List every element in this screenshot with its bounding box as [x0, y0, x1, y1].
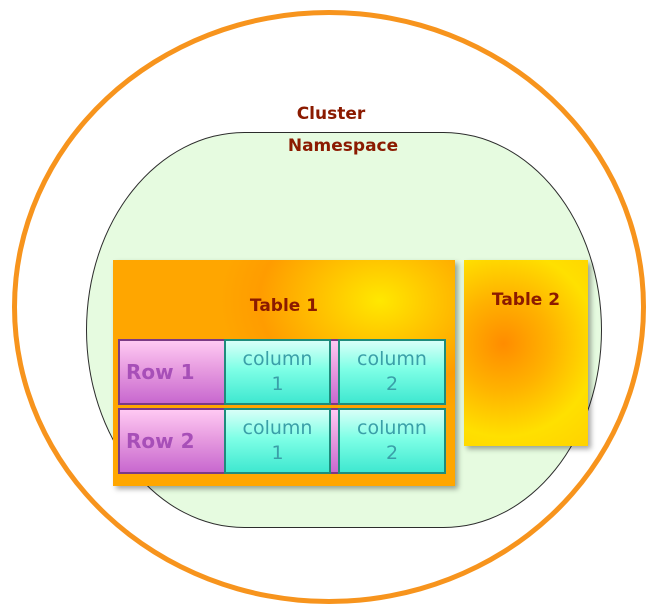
row-1-label: Row 1 [126, 360, 195, 384]
cell-name: column [357, 348, 427, 370]
row-2: Row 2 column 1 column 2 [118, 408, 446, 474]
table-2-title: Table 2 [491, 290, 561, 310]
row-1-column-1-cell: column 1 [224, 339, 331, 405]
row-2-column-1-cell: column 1 [224, 408, 331, 474]
cell-number: 1 [271, 442, 284, 464]
row-2-column-2-cell: column 2 [338, 408, 446, 474]
row-1-column-2-cell: column 2 [338, 339, 446, 405]
cell-number: 1 [271, 373, 284, 395]
cell-number: 2 [385, 373, 399, 395]
cell-name: column [242, 348, 313, 370]
row-1: Row 1 column 1 column 2 [118, 339, 446, 405]
cell-name: column [357, 417, 427, 439]
row-2-label: Row 2 [126, 429, 195, 453]
cluster-label: Cluster [296, 104, 366, 124]
table-2-box [464, 260, 588, 446]
table-1-title: Table 1 [249, 296, 319, 316]
cell-number: 2 [385, 442, 399, 464]
namespace-label: Namespace [287, 136, 399, 156]
cluster-circle [12, 10, 646, 604]
cell-name: column [242, 417, 313, 439]
